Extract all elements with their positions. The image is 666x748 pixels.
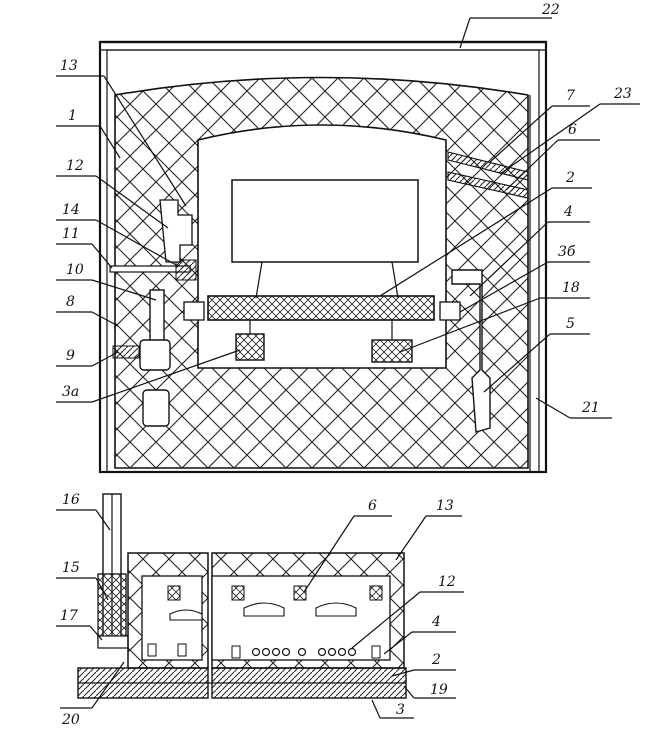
label-20: 20 [61,712,80,728]
label-15: 15 [62,560,80,576]
label-5: 5 [566,316,575,332]
label-14: 14 [62,202,80,218]
hearth-plate [207,295,435,321]
label-12b: 12 [438,574,456,590]
label-3: 3 [396,702,405,718]
heater-left [139,339,171,371]
leader-lines [56,17,640,719]
roller-right [371,339,413,363]
label-21: 21 [581,400,600,416]
label-7: 7 [566,88,575,104]
roller-left [235,333,265,361]
label-11: 11 [62,226,80,242]
label-6b: 6 [368,498,377,514]
label-10: 10 [66,262,84,278]
label-13: 13 [60,58,78,74]
label-4: 4 [563,204,573,220]
roller-row [251,647,357,657]
heater-right [451,269,491,433]
label-12: 12 [66,158,84,174]
label-3a: 3а [62,384,79,400]
label-4b: 4 [431,614,441,630]
label-22: 22 [541,2,560,18]
label-13b: 13 [436,498,454,514]
label-8: 8 [66,294,75,310]
section-view [98,40,548,474]
workpiece [231,179,419,263]
label-3b: 3б [558,244,576,260]
longitudinal-view [77,493,407,699]
label-19: 19 [430,682,448,698]
label-23: 23 [613,86,632,102]
label-16: 16 [62,492,80,508]
label-9: 9 [66,348,75,364]
label-6: 6 [568,122,577,138]
label-17: 17 [60,608,78,624]
label-2b: 2 [431,652,441,668]
label-1: 1 [68,108,77,124]
label-2: 2 [565,170,575,186]
label-18: 18 [562,280,580,296]
label-group: 22 13 1 12 14 11 10 8 9 3а 7 23 6 2 4 3б… [60,2,632,728]
